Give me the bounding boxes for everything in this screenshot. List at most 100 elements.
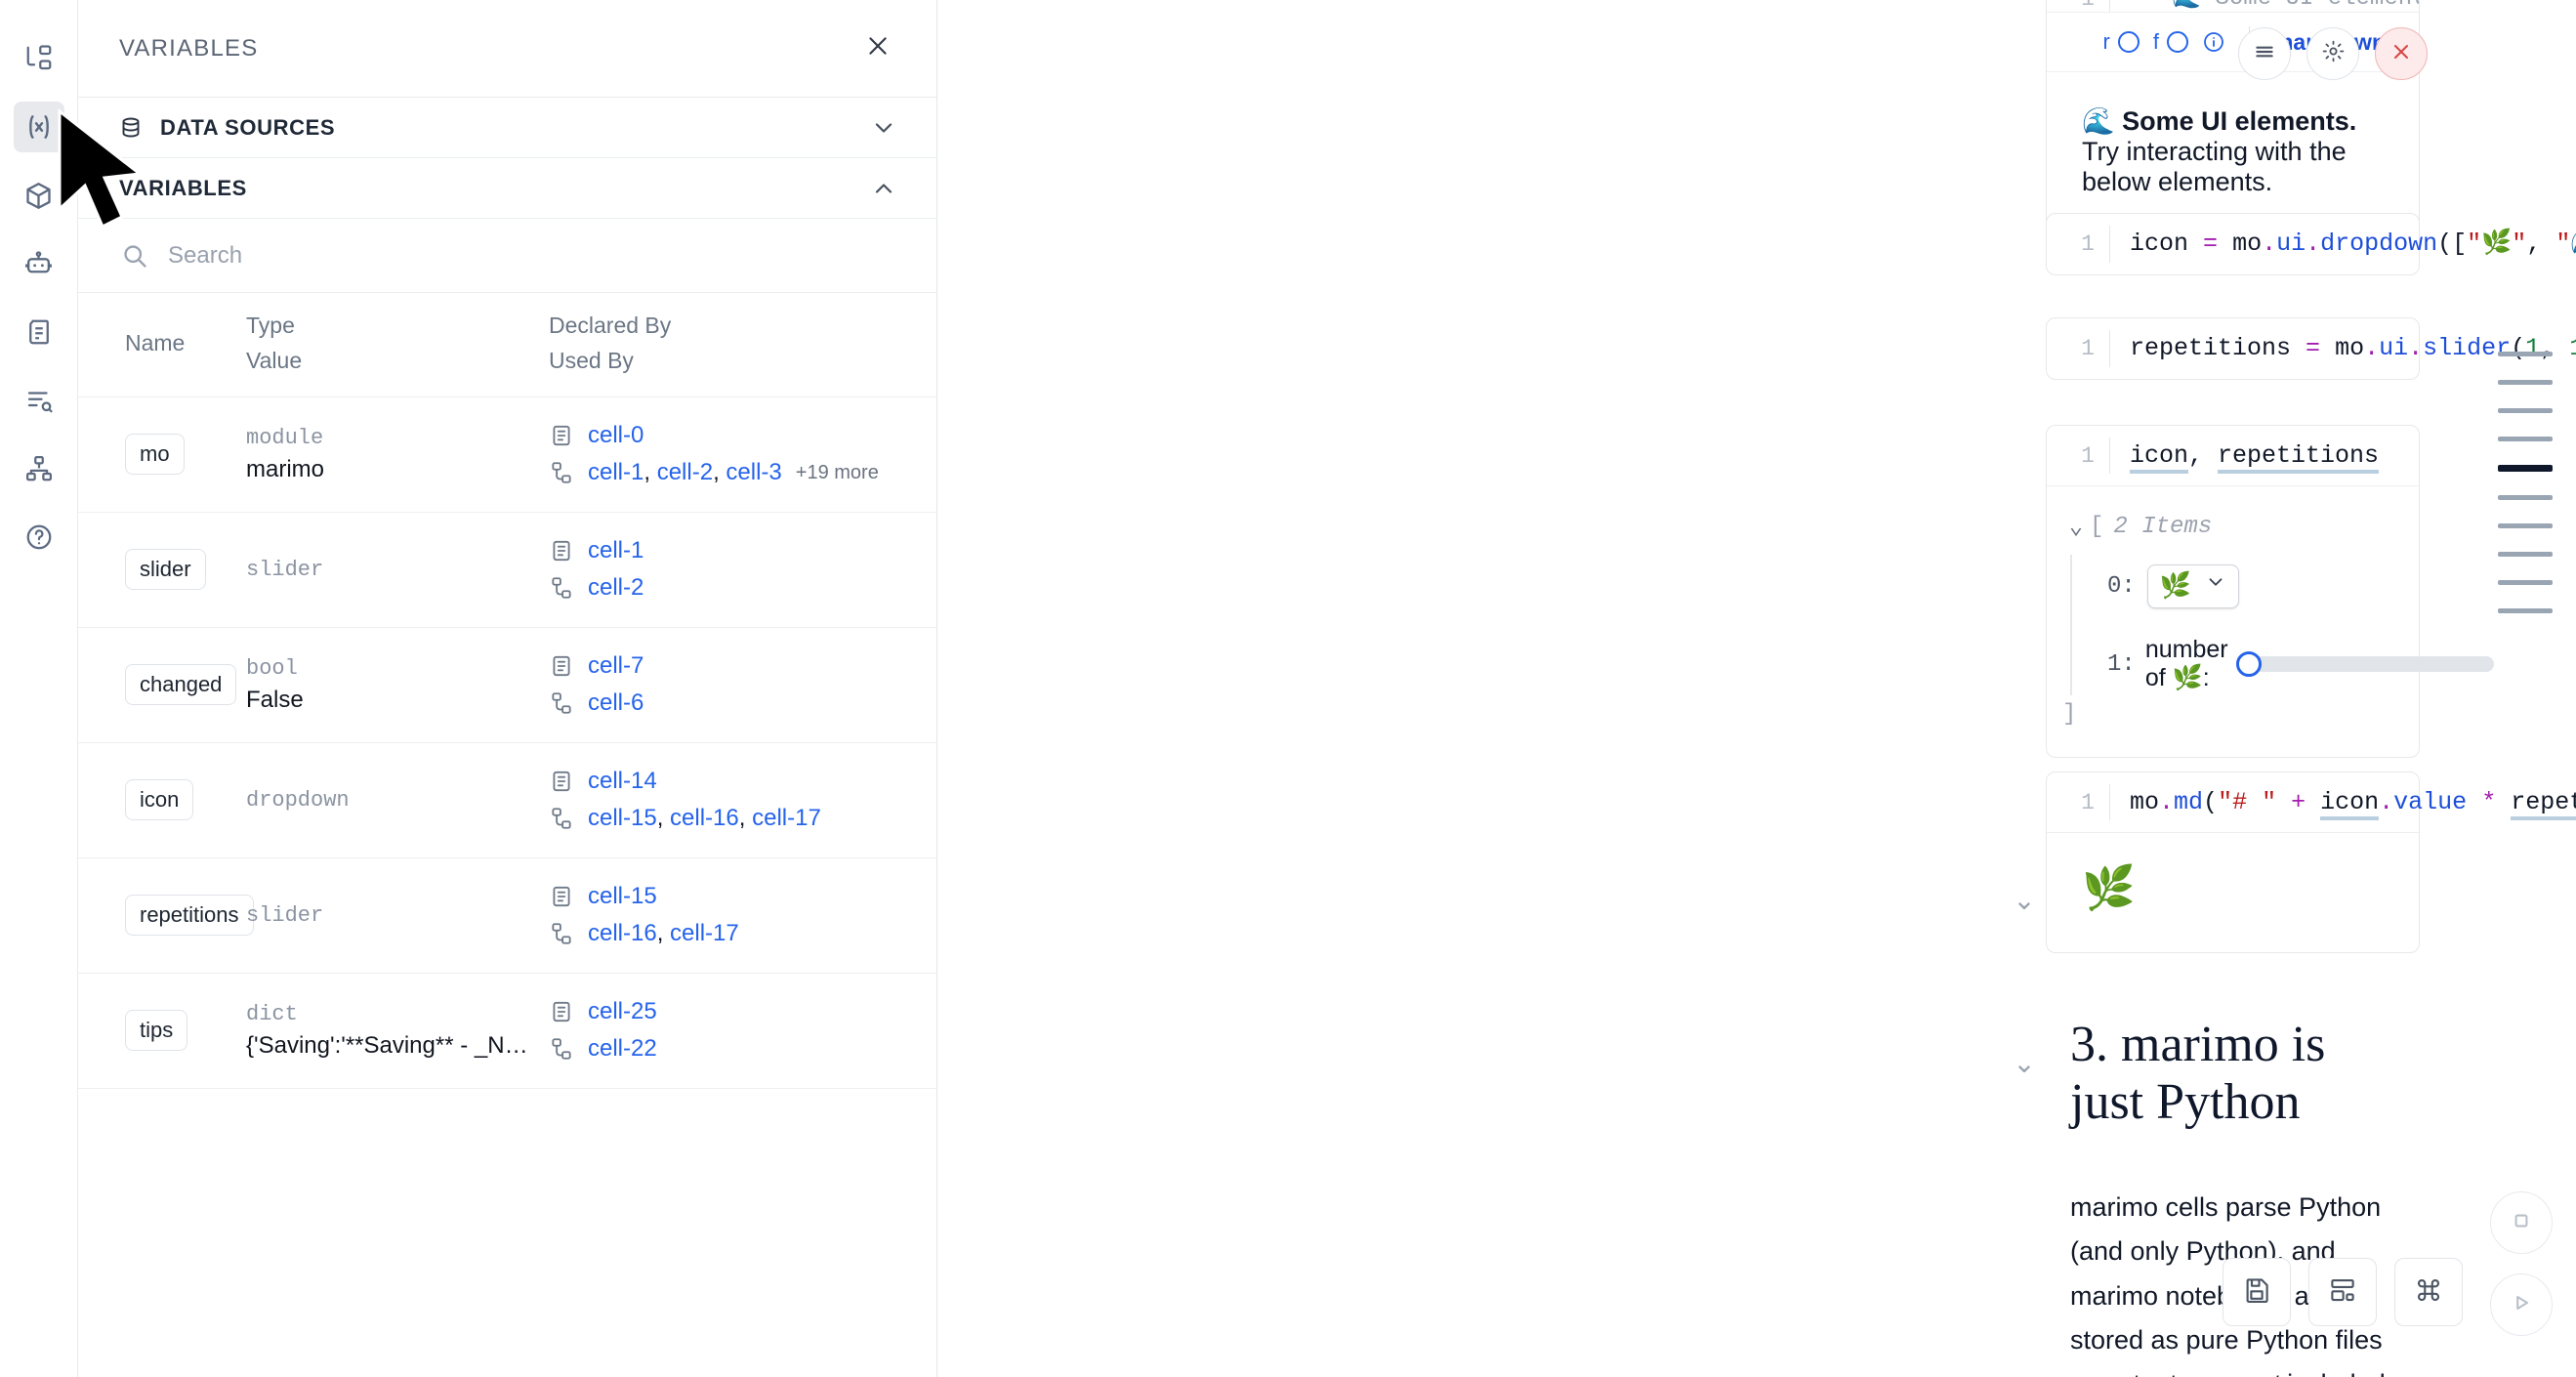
cell-link[interactable]: cell-1 — [588, 459, 644, 486]
cell-link-group[interactable]: cell-14 — [588, 768, 657, 795]
sidebar-item-scratchpad[interactable] — [14, 307, 64, 357]
sidebar-item-variables[interactable] — [13, 102, 64, 152]
cell-settings-button[interactable] — [2306, 27, 2359, 80]
slider-input[interactable] — [2235, 651, 2494, 677]
cell-link-group[interactable]: cell-6 — [588, 689, 644, 717]
cell-fold-toggle[interactable]: ⌄ — [2013, 885, 2036, 915]
save-button[interactable] — [2223, 1258, 2291, 1326]
cell-link-group[interactable]: cell-1, cell-2, cell-3 — [588, 459, 782, 486]
command-palette-button[interactable] — [2394, 1258, 2463, 1326]
more-count-label: +19 more — [795, 461, 879, 483]
slider-knob[interactable] — [2235, 651, 2262, 677]
minimap-mark[interactable] — [2498, 523, 2553, 528]
cell-link[interactable]: cell-7 — [588, 652, 644, 680]
table-row[interactable]: slider slider cell-1 cell-2 — [78, 513, 936, 628]
minimap-mark[interactable] — [2498, 380, 2553, 385]
code-token: icon — [2130, 440, 2189, 474]
sidebar-item-help[interactable] — [14, 512, 64, 563]
sidebar-item-dependencies[interactable] — [14, 443, 64, 494]
variable-name-chip[interactable]: repetitions — [125, 895, 254, 937]
layout-button[interactable] — [2308, 1258, 2377, 1326]
interrupt-button[interactable] — [2490, 1191, 2553, 1254]
cell-link[interactable]: cell-2 — [588, 574, 644, 602]
section-data-sources[interactable]: DATA SOURCES — [78, 98, 936, 158]
sidebar-item-explorer[interactable] — [14, 33, 64, 84]
code-line[interactable]: 1 repetitions = mo.ui.slider(1, 16, labe… — [2047, 318, 2576, 379]
cell-link[interactable]: cell-3 — [726, 459, 782, 486]
cell-link-group[interactable]: cell-1 — [588, 537, 644, 564]
info-icon[interactable] — [2202, 30, 2225, 54]
cell-link-group[interactable]: cell-15 — [588, 883, 657, 910]
cell-link-group[interactable]: cell-0 — [588, 422, 644, 449]
cell-link[interactable]: cell-15 — [588, 883, 657, 910]
cell-link[interactable]: cell-2 — [656, 459, 714, 486]
cell-link[interactable]: cell-16 — [670, 805, 739, 832]
close-panel-button[interactable] — [858, 29, 897, 68]
slider-track[interactable] — [2251, 656, 2494, 672]
reactive-toggle[interactable]: r — [2103, 29, 2140, 55]
cell-link-group[interactable]: cell-16, cell-17 — [588, 920, 739, 947]
cell-link[interactable]: cell-17 — [670, 920, 739, 947]
code-cell[interactable]: 1 mo.md("# " + icon.value * repetitions.… — [2046, 772, 2576, 953]
cell-link-group[interactable]: cell-25 — [588, 998, 657, 1025]
cell-link-group[interactable]: cell-7 — [588, 652, 644, 680]
markdown-cell-source[interactable]: 1 """🌊 Some UI elements.""" Try interact… — [2047, 0, 2419, 12]
cell-link[interactable]: cell-0 — [588, 422, 644, 449]
variable-type: slider — [246, 557, 324, 582]
cell-link[interactable]: cell-6 — [588, 689, 644, 717]
minimap[interactable] — [2498, 352, 2553, 613]
code-token: = — [2306, 334, 2321, 363]
code-token: mo — [2232, 230, 2263, 259]
variable-name-chip[interactable]: tips — [125, 1010, 188, 1052]
minimap-mark[interactable] — [2498, 352, 2553, 356]
cell-link[interactable]: cell-25 — [588, 998, 657, 1025]
dropdown-input[interactable]: 🌿 — [2146, 563, 2240, 608]
cell-link[interactable]: cell-17 — [752, 805, 821, 832]
cell-link-group[interactable]: cell-2 — [588, 574, 644, 602]
output-header[interactable]: ⌄ [ 2 Items — [2047, 512, 2419, 542]
code-line[interactable]: 1 icon, repetitions — [2047, 426, 2419, 486]
code-token: repetitions — [2130, 334, 2292, 363]
code-line[interactable]: 1 icon = mo.ui.dropdown(["🌿", "🌊", "✨"],… — [2047, 214, 2576, 274]
search-input[interactable] — [168, 241, 897, 270]
variable-name-chip[interactable]: icon — [125, 779, 194, 821]
cell-link[interactable]: cell-1 — [588, 537, 644, 564]
cell-link[interactable]: cell-15 — [588, 805, 657, 832]
variable-name-chip[interactable]: mo — [125, 434, 185, 476]
code-cell[interactable]: 1 icon, repetitions ⌄ [ 2 Items 0: 🌿 — [2046, 425, 2494, 758]
minimap-mark[interactable] — [2498, 495, 2553, 500]
section-fold-toggle[interactable]: ⌄ — [2013, 1048, 2036, 1078]
minimap-mark[interactable] — [2498, 408, 2553, 413]
cell-link[interactable]: cell-14 — [588, 768, 657, 795]
sidebar-item-outline[interactable] — [14, 375, 64, 426]
section-variables[interactable]: VARIABLES — [78, 158, 936, 219]
format-toggle[interactable]: f — [2153, 29, 2188, 55]
cell-link-group[interactable]: cell-15, cell-16, cell-17 — [588, 805, 821, 832]
minimap-mark-current[interactable] — [2498, 465, 2553, 472]
minimap-mark[interactable] — [2498, 580, 2553, 585]
code-cell[interactable]: 1 icon = mo.ui.dropdown(["🌿", "🌊", "✨"],… — [2046, 213, 2576, 275]
variable-name-chip[interactable]: changed — [125, 664, 237, 706]
cell-link[interactable]: cell-16 — [588, 920, 657, 947]
minimap-mark[interactable] — [2498, 608, 2553, 613]
minimap-mark[interactable] — [2498, 552, 2553, 557]
cell-delete-button[interactable] — [2375, 27, 2428, 80]
cell-link[interactable]: cell-22 — [588, 1035, 657, 1063]
run-all-button[interactable] — [2490, 1273, 2553, 1336]
sidebar-item-chat[interactable] — [14, 238, 64, 289]
sidebar-item-packages[interactable] — [14, 170, 64, 221]
cell-link-group[interactable]: cell-22 — [588, 1035, 657, 1063]
code-token: repetitions — [2511, 787, 2576, 820]
variable-name-chip[interactable]: slider — [125, 549, 206, 591]
code-line[interactable]: 1 mo.md("# " + icon.value * repetitions.… — [2047, 772, 2576, 833]
code-cell[interactable]: 1 repetitions = mo.ui.slider(1, 16, labe… — [2046, 317, 2576, 380]
minimap-mark[interactable] — [2498, 437, 2553, 441]
separator: , — [644, 459, 657, 486]
cell-menu-button[interactable] — [2238, 27, 2291, 80]
